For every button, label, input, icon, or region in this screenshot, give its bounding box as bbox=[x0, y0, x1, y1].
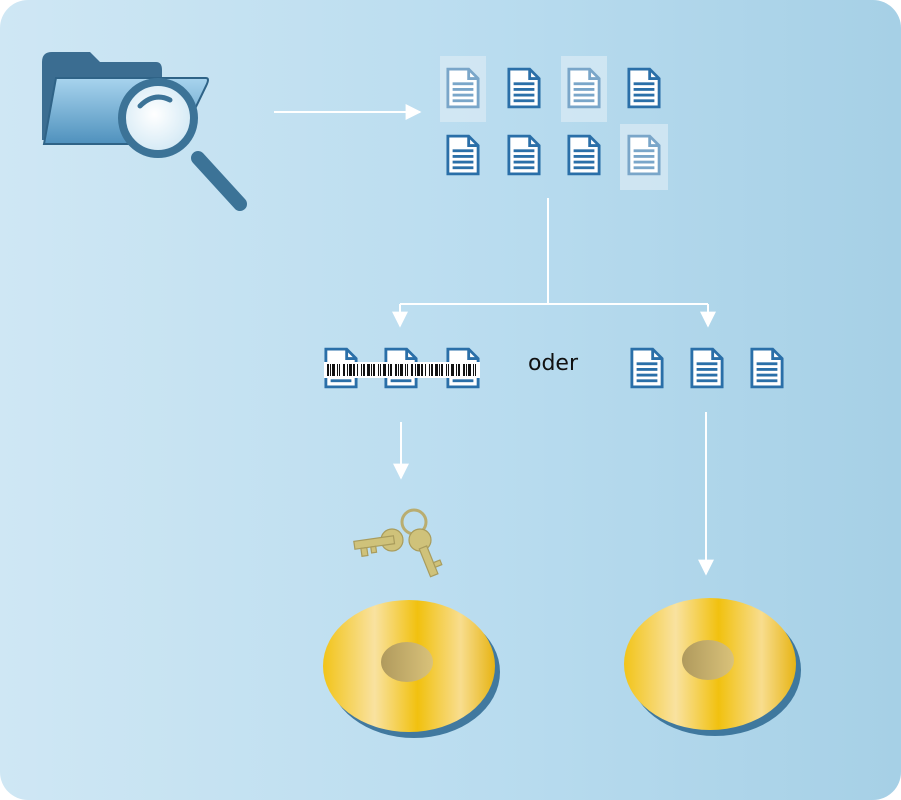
barcode-bar bbox=[405, 364, 406, 376]
barcode-bar bbox=[347, 364, 348, 376]
barcode-bar bbox=[475, 364, 476, 376]
barcode-bar bbox=[429, 364, 430, 376]
barcode-bar bbox=[378, 364, 379, 376]
barcode-bar bbox=[367, 364, 370, 376]
barcode-bar bbox=[451, 364, 454, 376]
keys-icon bbox=[353, 508, 443, 578]
branch-connector bbox=[392, 198, 716, 328]
barcode-bar bbox=[421, 364, 423, 376]
barcode-bar bbox=[395, 364, 397, 376]
barcode-bar bbox=[415, 364, 416, 376]
barcode-bar bbox=[468, 364, 471, 376]
barcode-bar bbox=[466, 364, 467, 376]
document-icon bbox=[630, 347, 664, 389]
document-icon bbox=[507, 67, 541, 109]
document-group-plain bbox=[630, 347, 784, 389]
barcode-bar bbox=[398, 364, 399, 376]
document-icon bbox=[507, 134, 541, 176]
barcode-bar bbox=[380, 364, 381, 376]
document-icon bbox=[446, 134, 480, 176]
barcode-bar bbox=[349, 364, 352, 376]
disc-icon bbox=[624, 598, 801, 736]
barcode-bar bbox=[361, 364, 362, 376]
document-grid bbox=[440, 56, 668, 190]
barcode-bar bbox=[473, 364, 474, 376]
barcode-bar bbox=[327, 364, 329, 376]
barcode-bar bbox=[400, 364, 403, 376]
document-icon bbox=[567, 134, 601, 176]
barcode-bar bbox=[371, 364, 372, 376]
document-icon bbox=[690, 347, 724, 389]
barcode-bar bbox=[388, 364, 389, 376]
barcode-bar bbox=[353, 364, 355, 376]
barcode-bar bbox=[330, 364, 331, 376]
barcode-bar bbox=[363, 364, 365, 376]
barcode-bar bbox=[441, 364, 443, 376]
document-icon bbox=[567, 67, 601, 109]
barcode-bar bbox=[407, 364, 408, 376]
document-icon bbox=[446, 67, 480, 109]
barcode-bar bbox=[425, 364, 426, 376]
barcode-bar bbox=[383, 364, 386, 376]
barcode-bar bbox=[417, 364, 420, 376]
barcode-bar bbox=[411, 364, 413, 376]
barcode-bar bbox=[458, 364, 460, 376]
barcode-bar bbox=[439, 364, 440, 376]
barcode-bar bbox=[339, 364, 340, 376]
document-icon bbox=[627, 67, 661, 109]
barcode-bar bbox=[332, 364, 335, 376]
barcode-bar bbox=[456, 364, 457, 376]
folder-search-icon bbox=[42, 52, 247, 211]
barcode-bar bbox=[357, 364, 358, 376]
barcode-bar bbox=[337, 364, 338, 376]
document-icon bbox=[627, 134, 661, 176]
barcode-bar bbox=[373, 364, 375, 376]
document-icon bbox=[750, 347, 784, 389]
barcode-bar bbox=[446, 364, 447, 376]
barcode-bar bbox=[435, 364, 438, 376]
document-group-barcoded bbox=[324, 347, 480, 389]
barcode-icon bbox=[324, 362, 480, 378]
barcode-bar bbox=[448, 364, 449, 376]
barcode-bar bbox=[463, 364, 465, 376]
barcode-bar bbox=[390, 364, 392, 376]
disc-icon bbox=[323, 600, 500, 738]
barcode-bar bbox=[343, 364, 345, 376]
barcode-bar bbox=[431, 364, 433, 376]
connector-label-oder: oder bbox=[527, 351, 578, 376]
